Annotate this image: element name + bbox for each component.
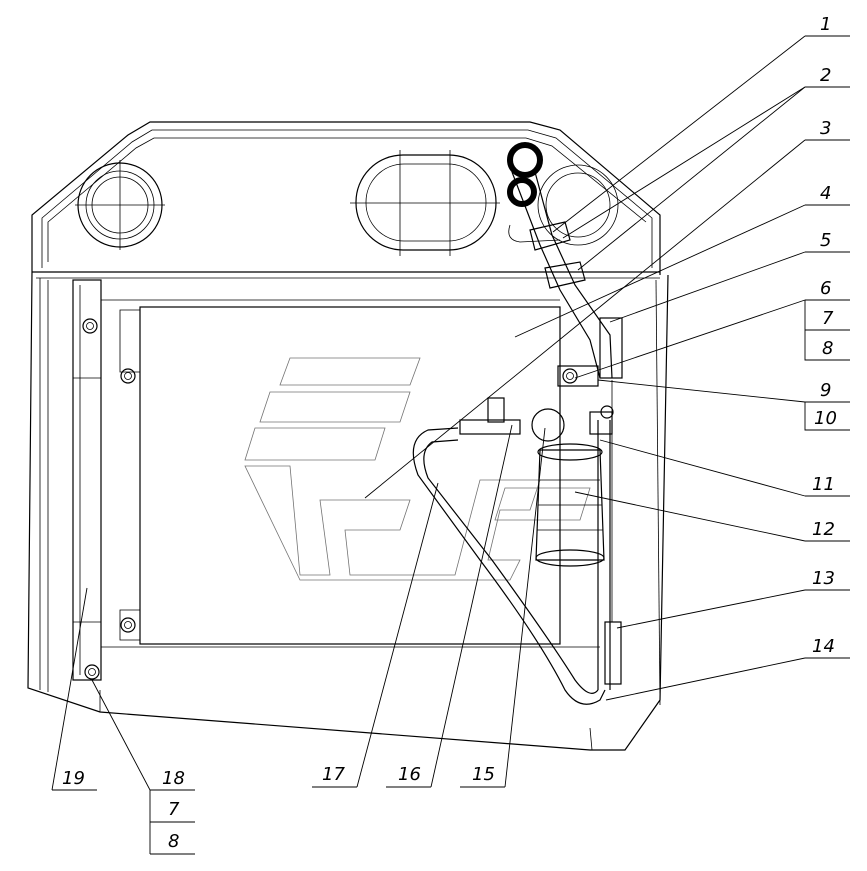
center-port: [350, 150, 500, 256]
fittings: [459, 365, 614, 442]
housing-body: [27, 271, 669, 751]
label-3: 3: [820, 118, 831, 139]
condenser-core: [72, 279, 600, 681]
receiver-drier: [535, 443, 605, 567]
label-17: 17: [322, 764, 345, 785]
label-13: 13: [812, 568, 835, 589]
label-19: 19: [62, 768, 85, 789]
label-11: 11: [812, 474, 835, 495]
hose-lines: [412, 142, 613, 705]
leader-lines: [51, 35, 850, 855]
left-port: [75, 160, 165, 250]
bolts: [82, 318, 578, 680]
label-16: 16: [398, 764, 421, 785]
watermark-logo: [244, 357, 591, 581]
housing-top: [31, 121, 661, 279]
label-12: 12: [812, 519, 835, 540]
label-6: 6: [820, 278, 831, 299]
label-14: 14: [812, 636, 835, 657]
position-labels: 1 2 3 4 5 6 7 8 9 10 11 12 13 14 17 16 1…: [62, 14, 837, 852]
label-10: 10: [814, 408, 837, 429]
label-1: 1: [820, 14, 831, 35]
label-8-bottom: 8: [168, 831, 179, 852]
right-port: [508, 164, 619, 246]
label-8-top: 8: [822, 338, 833, 359]
label-9: 9: [820, 380, 831, 401]
label-7-top: 7: [822, 308, 834, 329]
label-5: 5: [820, 230, 831, 251]
label-4: 4: [820, 183, 831, 204]
label-18: 18: [162, 768, 185, 789]
label-15: 15: [472, 764, 495, 785]
label-2: 2: [820, 65, 831, 86]
label-7-bottom: 7: [168, 799, 180, 820]
